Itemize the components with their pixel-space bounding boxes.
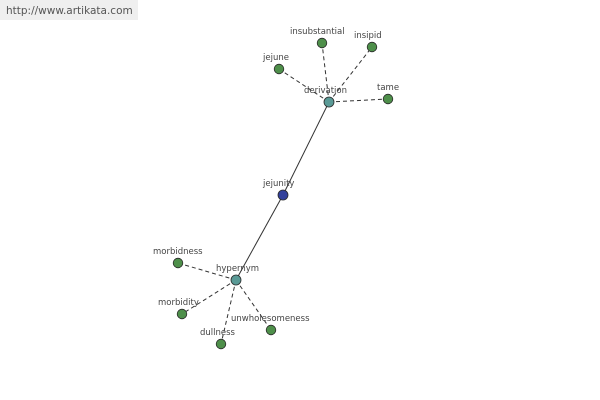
- word-insubstantial-node[interactable]: [316, 37, 328, 49]
- word-insubstantial-label[interactable]: insubstantial: [290, 27, 345, 37]
- word-morbidness-label[interactable]: morbidness: [153, 247, 203, 257]
- word-tame-label[interactable]: tame: [377, 83, 399, 93]
- word-morbidity-node[interactable]: [176, 308, 188, 320]
- word-jejune-node[interactable]: [273, 63, 285, 75]
- edge-hypernym-morbidness: [177, 262, 237, 281]
- word-tame-node[interactable]: [382, 93, 394, 105]
- edge-root-derivation: [282, 101, 330, 196]
- edge-derivation-insipid: [328, 46, 373, 103]
- edge-hypernym-dullness: [220, 279, 237, 345]
- word-insipid-label[interactable]: insipid: [354, 31, 382, 41]
- edge-hypernym-morbidity: [181, 279, 237, 315]
- watermark-url: http://www.artikata.com: [6, 5, 133, 17]
- edge-derivation-jejune: [278, 68, 330, 103]
- root-jejunity-node[interactable]: [277, 189, 289, 201]
- word-insipid-node[interactable]: [366, 41, 378, 53]
- word-dullness-node[interactable]: [215, 338, 227, 350]
- edge-derivation-insubstantial: [321, 42, 330, 103]
- word-morbidity-label[interactable]: morbidity: [158, 298, 199, 308]
- word-unwholesomeness-node[interactable]: [265, 324, 277, 336]
- word-unwholesomeness-label[interactable]: unwholesomeness: [231, 314, 310, 324]
- relation-hypernym-label[interactable]: hypernym: [216, 264, 259, 274]
- word-dullness-label[interactable]: dullness: [200, 328, 236, 338]
- word-morbidness-node[interactable]: [172, 257, 184, 269]
- relation-derivation-node[interactable]: [323, 96, 335, 108]
- relation-hypernym-node[interactable]: [230, 274, 242, 286]
- root-jejunity-label[interactable]: jejunity: [262, 179, 294, 189]
- edge-hypernym-unwholesomeness: [235, 279, 272, 331]
- nodes-layer: jejunity derivation insubstantial insipid je…: [153, 27, 399, 350]
- watermark-bar: http://www.artikata.com: [0, 0, 138, 20]
- edges-layer: [177, 42, 389, 345]
- edge-derivation-tame: [328, 98, 389, 103]
- word-jejune-label[interactable]: jejune: [262, 53, 289, 63]
- edge-root-hypernym: [235, 194, 284, 281]
- relation-derivation-label[interactable]: derivation: [304, 86, 347, 96]
